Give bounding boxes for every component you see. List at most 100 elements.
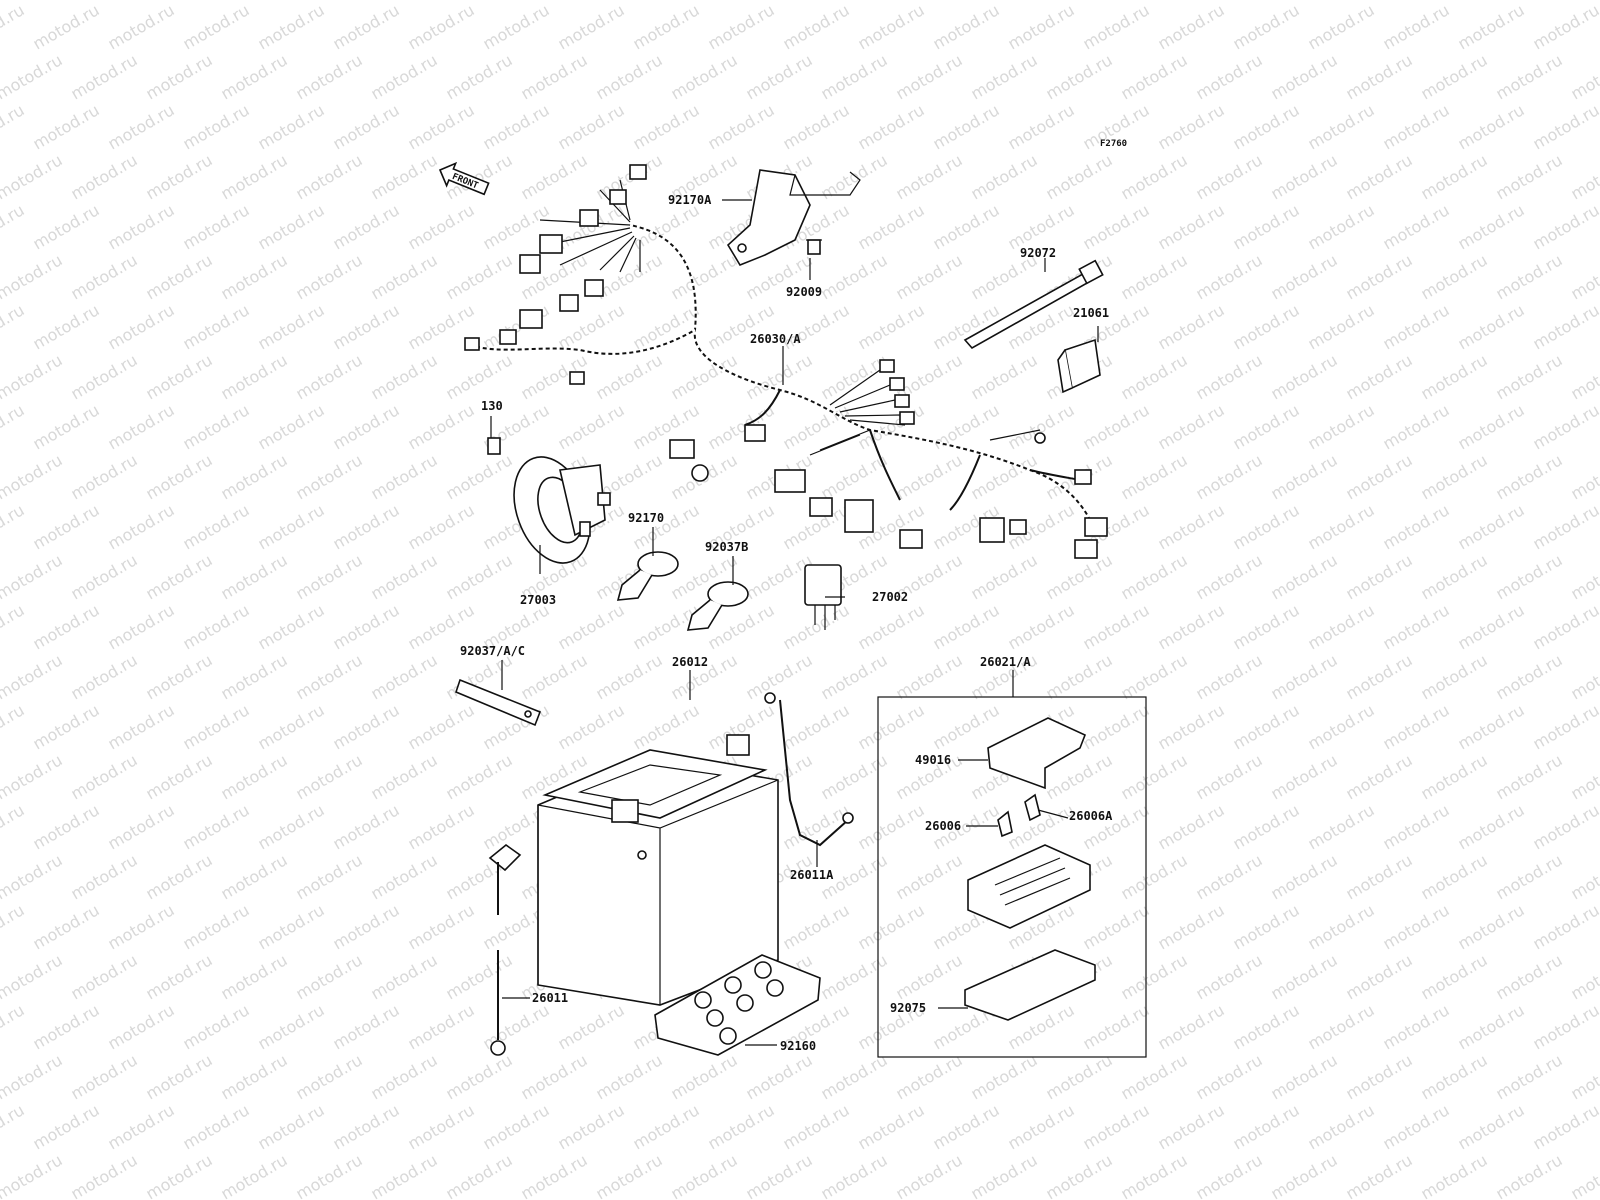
watermark-text: motod.ru [1568, 0, 1600, 3]
watermark-text: motod.ru [1568, 1050, 1600, 1103]
watermark-text: motod.ru [705, 400, 778, 453]
watermark-text: motod.ru [1568, 250, 1600, 303]
watermark-text: motod.ru [0, 650, 66, 703]
watermark-text: motod.ru [1418, 450, 1491, 503]
watermark-text: motod.ru [630, 700, 703, 753]
watermark-text: motod.ru [330, 300, 403, 353]
watermark-text: motod.ru [968, 350, 1041, 403]
watermark-text: motod.ru [105, 900, 178, 953]
watermark-text: motod.ru [68, 0, 141, 3]
watermark-text: motod.ru [368, 850, 441, 903]
watermark-text: motod.ru [1530, 400, 1600, 453]
watermark-text: motod.ru [705, 0, 778, 53]
watermark-text: motod.ru [330, 600, 403, 653]
label-92037AC: 92037/A/C [460, 644, 525, 658]
watermark-text: motod.ru [368, 750, 441, 803]
watermark-text: motod.ru [1493, 150, 1566, 203]
watermark-text: motod.ru [180, 500, 253, 553]
watermark-text: motod.ru [555, 600, 628, 653]
watermark-text: motod.ru [293, 50, 366, 103]
watermark-text: motod.ru [893, 850, 966, 903]
watermark-text: motod.ru [1305, 200, 1378, 253]
watermark-text: motod.ru [1418, 1150, 1491, 1200]
watermark-text: motod.ru [180, 1000, 253, 1053]
bracket-drawing [726, 169, 861, 266]
label-27003: 27003 [520, 593, 556, 607]
watermark-text: motod.ru [143, 150, 216, 203]
watermark-text: motod.ru [1493, 350, 1566, 403]
watermark-text: motod.ru [1230, 500, 1303, 553]
watermark-text: motod.ru [1155, 300, 1228, 353]
watermark-text: motod.ru [1343, 250, 1416, 303]
watermark-text: motod.ru [1493, 950, 1566, 1003]
cables-drawing [488, 692, 854, 1056]
watermark-text: motod.ru [1230, 1100, 1303, 1153]
watermark-text: motod.ru [1118, 750, 1191, 803]
watermark-text: motod.ru [893, 250, 966, 303]
watermark-text: motod.ru [68, 1150, 141, 1200]
figure-code: F2760 [1100, 139, 1127, 149]
watermark-text: motod.ru [105, 200, 178, 253]
watermark-text: motod.ru [1230, 700, 1303, 753]
watermark-text: motod.ru [143, 550, 216, 603]
watermark-text: motod.ru [1343, 650, 1416, 703]
watermark-text: motod.ru [780, 700, 853, 753]
watermark-text: motod.ru [1380, 700, 1453, 753]
watermark-text: motod.ru [1343, 550, 1416, 603]
watermark-text: motod.ru [1118, 650, 1191, 703]
watermark-text: motod.ru [1155, 600, 1228, 653]
watermark-text: motod.ru [1530, 800, 1600, 853]
watermark-text: motod.ru [968, 0, 1041, 3]
watermark-text: motod.ru [293, 450, 366, 503]
watermark-text: motod.ru [1230, 0, 1303, 53]
watermark-text: motod.ru [1455, 800, 1528, 853]
watermark-text: motod.ru [255, 100, 328, 153]
watermark-text: motod.ru [105, 500, 178, 553]
watermark-text: motod.ru [1193, 1050, 1266, 1103]
watermark-text: motod.ru [180, 900, 253, 953]
watermark-text: motod.ru [0, 750, 66, 803]
watermark-text: motod.ru [1268, 850, 1341, 903]
watermark-text: motod.ru [1155, 900, 1228, 953]
watermark-text: motod.ru [255, 300, 328, 353]
watermark-text: motod.ru [743, 50, 816, 103]
watermark-text: motod.ru [1418, 150, 1491, 203]
watermark-text: motod.ru [818, 250, 891, 303]
label-26011: 26011 [532, 991, 568, 1005]
watermark-text: motod.ru [1268, 650, 1341, 703]
watermark-text: motod.ru [668, 0, 741, 3]
watermark-text: motod.ru [1268, 750, 1341, 803]
watermark-text: motod.ru [1530, 100, 1600, 153]
watermark-text: motod.ru [1118, 550, 1191, 603]
clamps-drawing [616, 551, 749, 631]
watermark-text: motod.ru [1455, 400, 1528, 453]
watermark-text: motod.ru [593, 1050, 666, 1103]
watermark-text: motod.ru [1530, 0, 1600, 53]
watermark-text: motod.ru [0, 800, 28, 853]
watermark-text: motod.ru [1380, 900, 1453, 953]
watermark-text: motod.ru [293, 150, 366, 203]
watermark-text: motod.ru [1418, 350, 1491, 403]
watermark-text: motod.ru [855, 100, 928, 153]
label-26006A: 26006A [1069, 809, 1113, 823]
watermark-text: motod.ru [293, 1050, 366, 1103]
watermark-text: motod.ru [1380, 100, 1453, 153]
watermark-text: motod.ru [0, 900, 28, 953]
watermark-text: motod.ru [780, 900, 853, 953]
watermark-text: motod.ru [105, 100, 178, 153]
watermark-text: motod.ru [930, 400, 1003, 453]
watermark-text: motod.ru [593, 0, 666, 3]
watermark-text: motod.ru [1193, 850, 1266, 903]
watermark-text: motod.ru [1380, 500, 1453, 553]
watermark-text: motod.ru [1080, 1100, 1153, 1153]
watermark-text: motod.ru [330, 100, 403, 153]
watermark-text: motod.ru [1268, 450, 1341, 503]
watermark-text: motod.ru [555, 700, 628, 753]
watermark-text: motod.ru [443, 450, 516, 503]
watermark-text: motod.ru [105, 1100, 178, 1153]
watermark-text: motod.ru [705, 1100, 778, 1153]
label-92072: 92072 [1020, 246, 1056, 260]
watermark-text: motod.ru [1530, 700, 1600, 753]
watermark-text: motod.ru [1568, 50, 1600, 103]
watermark-text: motod.ru [1193, 50, 1266, 103]
